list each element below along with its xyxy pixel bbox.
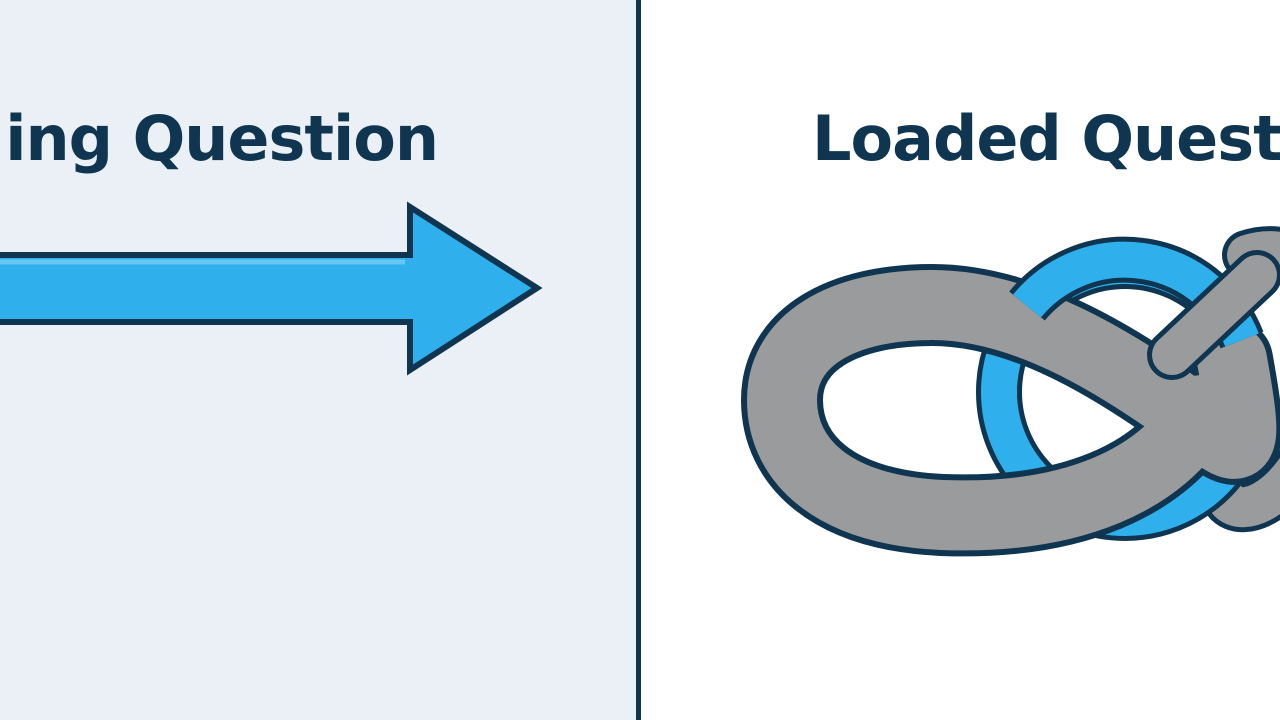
right-panel-heading: Loaded Quest xyxy=(812,102,1280,175)
panel-divider xyxy=(636,0,641,720)
tangled-knot-icon xyxy=(740,226,1280,557)
right-panel: Loaded Quest xyxy=(642,0,1280,720)
knot-connector-strand xyxy=(1147,250,1280,380)
knot-right-loop xyxy=(1202,226,1280,533)
knot-gray-loop xyxy=(740,263,1280,557)
right-arrow-icon xyxy=(0,201,543,376)
left-panel: ing Question xyxy=(0,0,638,720)
left-panel-heading: ing Question xyxy=(5,102,439,175)
